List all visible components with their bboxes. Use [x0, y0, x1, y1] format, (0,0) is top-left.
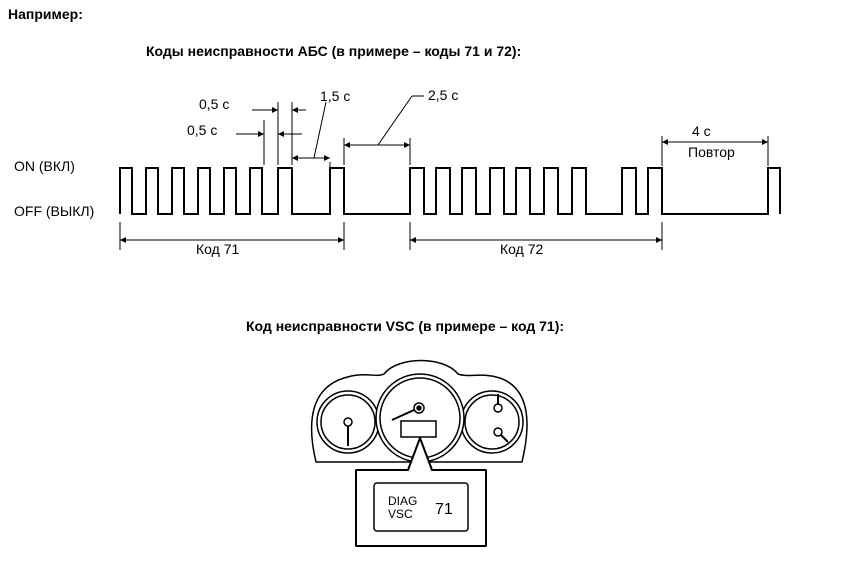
center-speedometer: [375, 373, 465, 463]
dim-4s-repeat: [662, 139, 768, 145]
display-vsc-text: VSC: [388, 507, 413, 521]
dim-0-5s-upper: [252, 107, 306, 113]
instrument-cluster: [310, 359, 528, 463]
abs-codes-title: Коды неисправности АБС (в примере – коды…: [146, 43, 522, 59]
display-diag-text: DIAG: [388, 494, 417, 508]
label-4s: 4 с: [692, 123, 711, 139]
diag-indicator-window: [400, 420, 437, 438]
label-code-71: Код 71: [196, 241, 239, 257]
dim-1-5s: [292, 101, 330, 161]
label-0-5s-lower: 0,5 с: [187, 122, 217, 138]
on-state-label: ON (ВКЛ): [14, 158, 75, 174]
code-spans: [119, 222, 663, 250]
label-repeat: Повтор: [688, 144, 735, 160]
display-code-value: 71: [435, 501, 453, 518]
off-state-label: OFF (ВЫКЛ): [14, 203, 94, 219]
page-heading: Например:: [8, 6, 83, 22]
label-2-5s: 2,5 с: [428, 87, 458, 103]
label-0-5s-upper: 0,5 с: [199, 96, 229, 112]
label-1-5s: 1,5 с: [320, 88, 350, 104]
pulse-waveform: [119, 167, 781, 215]
left-gauge: [316, 390, 380, 454]
diag-display-callout: DIAG VSC 71: [355, 437, 487, 547]
label-code-72: Код 72: [500, 241, 543, 257]
dim-2-5s: [344, 95, 424, 148]
dim-0-5s-lower: [236, 131, 302, 137]
vsc-code-title: Код неисправности VSC (в примере – код 7…: [246, 318, 565, 334]
right-gauge: [460, 390, 524, 454]
display-panel: [373, 482, 469, 532]
